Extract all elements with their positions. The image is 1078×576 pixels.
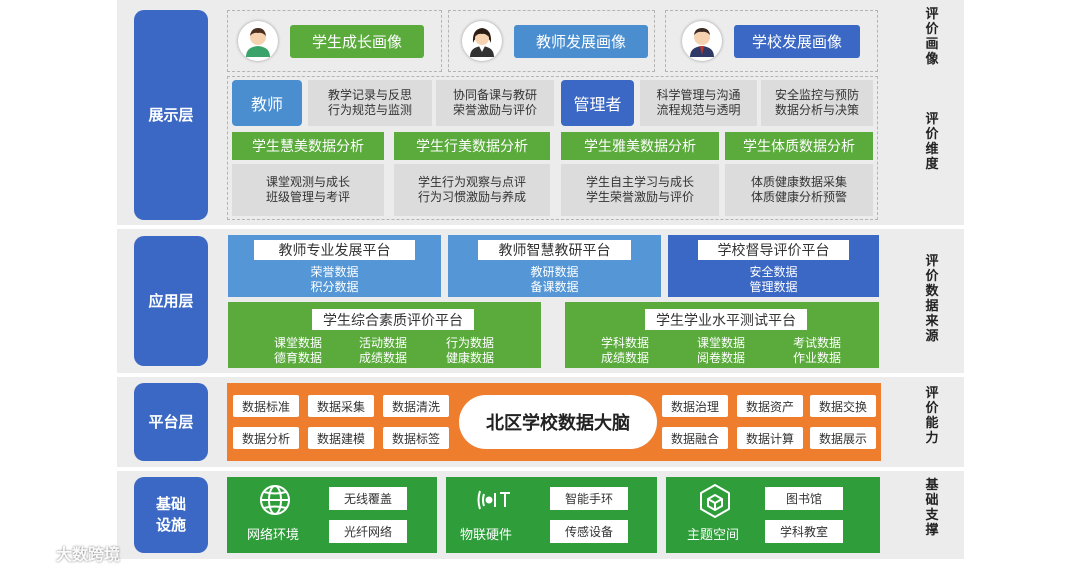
platform-title: 学生综合素质评价平台 [312,309,474,330]
globe-icon [258,483,292,517]
portrait-pill-student: 学生成长画像 [290,25,424,58]
infra-tag: 智能手环 [550,487,628,510]
infra-tag: 光纤网络 [329,520,407,543]
platform-school-supervision: 学校督导评价平台 安全数据 管理数据 [668,235,879,297]
infra-name: 物联硬件 [460,524,512,543]
platform-data-lines: 教研数据 备课数据 [448,265,661,295]
iot-icon [476,485,514,515]
capability-data-standard: 数据标准 [233,395,299,417]
platform-title: 学校督导评价平台 [698,240,849,260]
platform-student-quality: 学生综合素质评价平台 课堂数据 德育数据 活动数据 成绩数据 行为数据 健康数据 [228,302,541,368]
portrait-pill-teacher: 教师发展画像 [514,25,648,58]
platform-title: 学生学业水平测试平台 [645,309,807,330]
platform-data-lines: 安全数据 管理数据 [668,265,879,295]
teacher-avatar-icon [462,21,502,61]
portrait-teacher: 教师发展画像 [462,16,648,66]
capability-data-analysis: 数据分析 [233,427,299,449]
analysis-title-huimei: 学生慧美数据分析 [232,132,384,160]
platform-data-col: 课堂数据 阅卷数据 [691,336,751,366]
manager-item-safety: 安全监控与预防 数据分析与决策 [761,80,873,126]
student-avatar-icon [238,21,278,61]
manager-item-management: 科学管理与沟通 流程规范与透明 [640,80,757,126]
platform-data-col: 考试数据 作业数据 [787,336,847,366]
watermark: 大数跨境 [8,539,120,567]
platform-data-col: 学科数据 成绩数据 [595,336,655,366]
watermark-text: 大数跨境 [56,541,120,565]
infra-tag: 传感设备 [550,520,628,543]
capability-data-governance: 数据治理 [662,395,728,417]
role-teacher: 教师 [232,80,302,126]
analysis-content-physique: 体质健康数据采集 体质健康分析预警 [725,164,873,216]
side-label-dimension: 评 价 维 度 [921,112,943,172]
analysis-content-yamei: 学生自主学习与成长 学生荣誉激励与评价 [561,164,719,216]
cube-icon [698,483,732,519]
infra-space: 主题空间 图书馆 学科教室 [666,477,880,553]
platform-teacher-research: 教师智慧教研平台 教研数据 备课数据 [448,235,661,297]
analysis-title-physique: 学生体质数据分析 [725,132,873,160]
side-label-capability: 评 价 能 力 [921,386,943,446]
capability-data-display: 数据展示 [810,427,876,449]
analysis-title-xingmei: 学生行美数据分析 [394,132,550,160]
platform-data-lines: 荣誉数据 积分数据 [228,265,441,295]
infra-tag: 图书馆 [765,487,843,510]
capability-data-tagging: 数据标签 [383,427,449,449]
capability-data-cleaning: 数据清洗 [383,395,449,417]
platform-title: 教师专业发展平台 [254,240,415,260]
portrait-pill-school: 学校发展画像 [734,25,860,58]
role-manager: 管理者 [561,80,634,126]
side-label-data-source: 评 价 数 据 来 源 [921,254,943,344]
infra-name: 主题空间 [687,524,739,543]
portrait-student: 学生成长画像 [238,16,424,66]
infra-tag: 无线覆盖 [329,487,407,510]
capability-data-computing: 数据计算 [737,427,803,449]
layer-label-infrastructure: 基础 设施 [134,477,208,553]
platform-data-col: 课堂数据 德育数据 [268,336,328,366]
teacher-item-collab: 协同备课与教研 荣誉激励与评价 [436,80,554,126]
platform-title: 教师智慧教研平台 [478,240,631,260]
platform-student-academic: 学生学业水平测试平台 学科数据 成绩数据 课堂数据 阅卷数据 考试数据 作业数据 [565,302,879,368]
side-label-portrait: 评 价 画 像 [921,7,943,67]
infra-network: 网络环境 无线覆盖 光纤网络 [227,477,437,553]
analysis-content-xingmei: 学生行为观察与点评 行为习惯激励与养成 [394,164,550,216]
capability-data-exchange: 数据交换 [810,395,876,417]
analysis-title-yamei: 学生雅美数据分析 [561,132,719,160]
platform-data-col: 活动数据 成绩数据 [353,336,413,366]
platform-teacher-development: 教师专业发展平台 荣誉数据 积分数据 [228,235,441,297]
capability-data-collection: 数据采集 [308,395,374,417]
infra-tag: 学科教室 [765,520,843,543]
side-label-support: 基 础 支 撑 [921,478,943,538]
capability-data-fusion: 数据融合 [662,427,728,449]
data-brain-title: 北区学校数据大脑 [459,395,657,449]
infra-iot: 物联硬件 智能手环 传感设备 [446,477,657,553]
layer-label-platform: 平台层 [134,383,208,461]
layer-label-display: 展示层 [134,10,208,220]
infra-name: 网络环境 [247,524,299,543]
portrait-school: 学校发展画像 [682,16,860,66]
capability-data-assets: 数据资产 [737,395,803,417]
watermark-logo-icon [8,541,52,565]
teacher-item-record: 教学记录与反思 行为规范与监测 [308,80,432,126]
analysis-content-huimei: 课堂观测与成长 班级管理与考评 [232,164,384,216]
school-avatar-icon [682,21,722,61]
capability-data-modeling: 数据建模 [308,427,374,449]
platform-data-col: 行为数据 健康数据 [440,336,500,366]
layer-label-application: 应用层 [134,236,208,366]
